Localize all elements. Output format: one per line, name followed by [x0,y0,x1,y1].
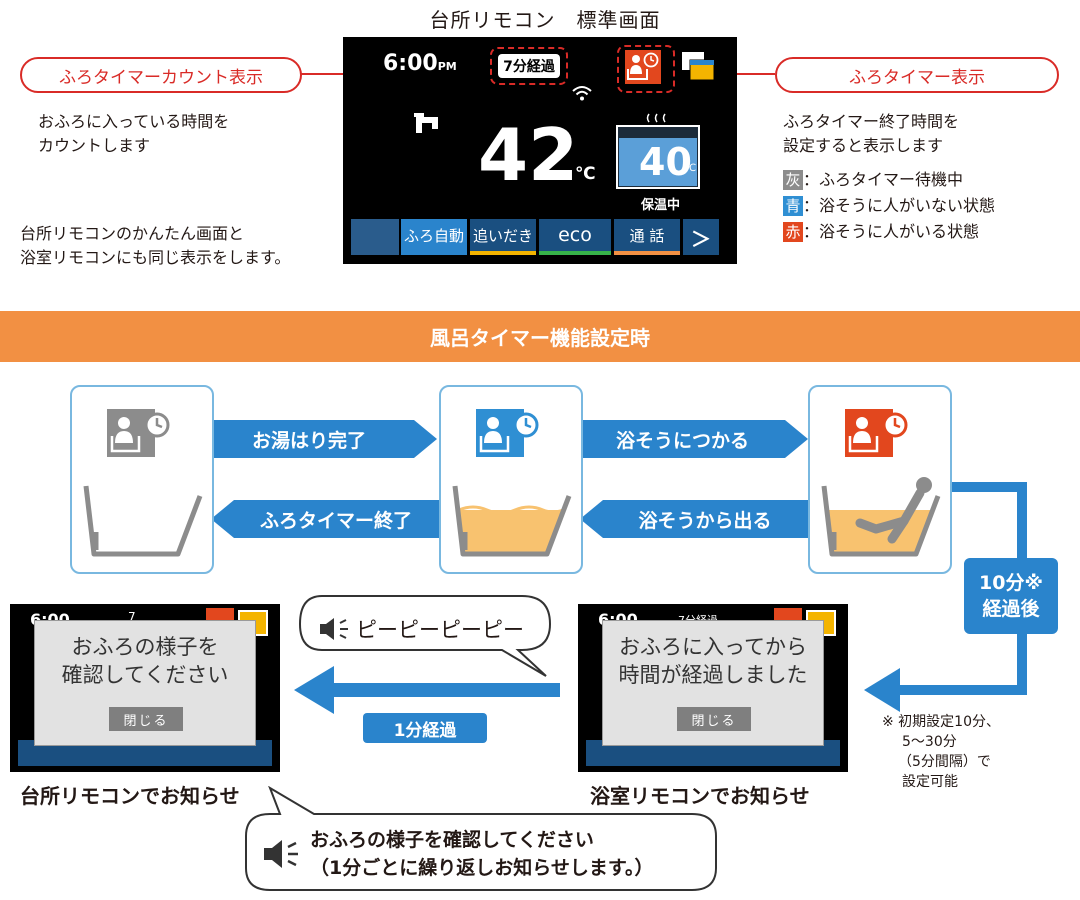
step-in-bath-card [808,385,952,574]
wifi-icon [572,86,592,101]
legend-item-blue: 青 ：浴そうに人がいない状態 [783,194,1078,218]
bath-temp-unit: ℃ [685,163,697,174]
elapsed-highlight: 7分経過 [490,47,568,85]
arrow-enter-bath-label: 浴そうにつかる [615,429,749,452]
step-filled-card [439,385,583,574]
reheat-button[interactable]: 追いだき [470,219,536,255]
hot-water-temp: 42 [478,113,579,197]
arrow-enter-bath [580,420,808,458]
keep-warm-status: 保温中 [641,198,681,213]
bath-notify-screen: 6:00 7分経過 おふろに入ってから 時間が経過しました 閉じる [578,604,848,772]
timer-description: ふろタイマー終了時間を 設定すると表示します [783,112,960,155]
empty-tub-icon [83,485,203,557]
intercom-button[interactable]: 通 話 [614,219,680,255]
kitchen-close-button[interactable]: 閉じる [109,707,183,731]
voice-bubble: おふろの様子を確認してください （1分ごとに繰り返しお知らせします。） [262,822,712,886]
kitchen-notify-screen: 6:00 7 おふろの様子を 確認してください 閉じる [10,604,280,772]
auto-bath-button[interactable]: ふろ自動 [401,219,467,255]
arrow-exit-bath [580,500,808,538]
temp-unit: ℃ [575,164,596,184]
furo-timer-red-icon [625,50,661,84]
arrow-fill-done-label: お湯はり完了 [251,429,366,452]
speaker-icon [320,618,348,640]
bar-left-spacer [351,219,399,255]
arrow-exit-bath-label: 浴そうから出る [638,509,772,532]
timer-red-icon [845,409,908,457]
screen-switch-icon[interactable] [681,51,715,81]
bath-close-button[interactable]: 閉じる [677,707,751,731]
furo-timer-count-label: ふろタイマーカウント表示 [20,57,302,93]
timer-gray-icon [107,409,170,457]
screen-title: 台所リモコン 標準画面 [429,8,661,32]
timer-icon-highlight [617,45,675,93]
status-legend: 灰 ：ふろタイマー待機中 青 ：浴そうに人がいない状態 赤 ：浴そうに人がいる状… [783,168,1078,244]
beep-bubble-shape [298,595,552,677]
bath-popup: おふろに入ってから 時間が経過しました 閉じる [602,620,824,746]
arrow-timer-end-label: ふろタイマー終了 [259,509,412,532]
bath-notify-caption: 浴室リモコンでお知らせ [590,784,810,808]
bath-temp: 40 [639,140,692,184]
bath-temp-box [616,113,700,189]
initial-setting-footnote: ※ 初期設定10分、 5〜30分 （5分間隔）で 設定可能 [882,714,1000,790]
same-display-note: 台所リモコンのかんたん画面と 浴室リモコンにも同じ表示をします。 [20,224,291,267]
count-description: おふろに入っている時間を カウントします [38,112,230,155]
kitchen-remote-screen: 6:00PM 7分経過 42 ℃ 40 ℃ 保温中 [343,37,737,264]
timer-blue-icon [476,409,539,457]
elapsed-count: 7分経過 [498,54,560,78]
faucet-icon [414,113,438,133]
furo-timer-display-label: ふろタイマー表示 [775,57,1059,93]
legend-item-gray: 灰 ：ふろタイマー待機中 [783,168,1078,192]
kitchen-popup: おふろの様子を 確認してください 閉じる [34,620,256,746]
filled-tub-icon [452,485,572,557]
voice-bubble-shape [245,786,717,891]
eco-button[interactable]: eco [539,219,611,255]
speaker-icon [264,840,298,868]
arrow-fill-done [209,420,437,458]
person-in-tub-icon [821,477,941,557]
legend-item-red: 赤 ：浴そうに人がいる状態 [783,220,1078,244]
kitchen-notify-caption: 台所リモコンでお知らせ [20,784,240,808]
arrow-timer-end [211,500,439,538]
ten-min-elapsed-badge: 10分※ 経過後 [964,558,1058,634]
clock: 6:00PM [383,51,457,76]
beep-bubble: ピーピーピーピー [318,614,548,644]
next-button[interactable]: ＞ [683,219,719,255]
timer-setting-banner: 風呂タイマー機能設定時 [0,311,1080,362]
step-standby-card [70,385,214,574]
one-min-elapsed-label: 1分経過 [363,713,487,743]
